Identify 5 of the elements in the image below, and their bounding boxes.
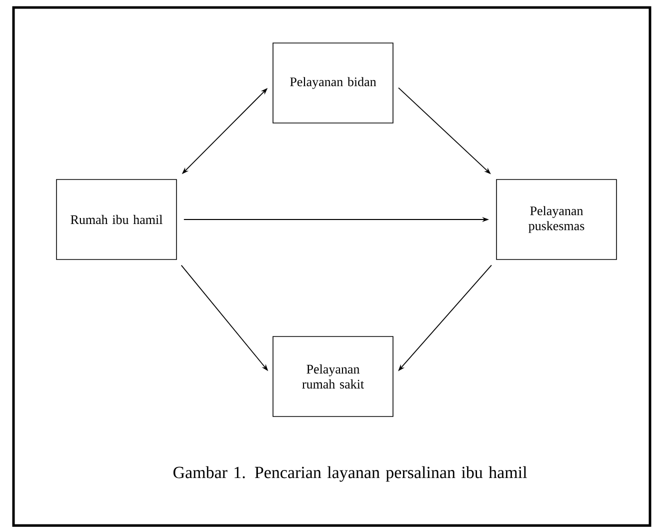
caption: Gambar 1. Pencarian layanan persalinan ibu hamil [173, 466, 527, 482]
process-box: Pelayanan bidan [272, 42, 394, 124]
process-box: Pelayanan rumah sakit [272, 336, 394, 417]
process-box: Pelayanan puskesmas [496, 179, 617, 260]
process-box: Rumah ibu hamil [56, 179, 177, 260]
